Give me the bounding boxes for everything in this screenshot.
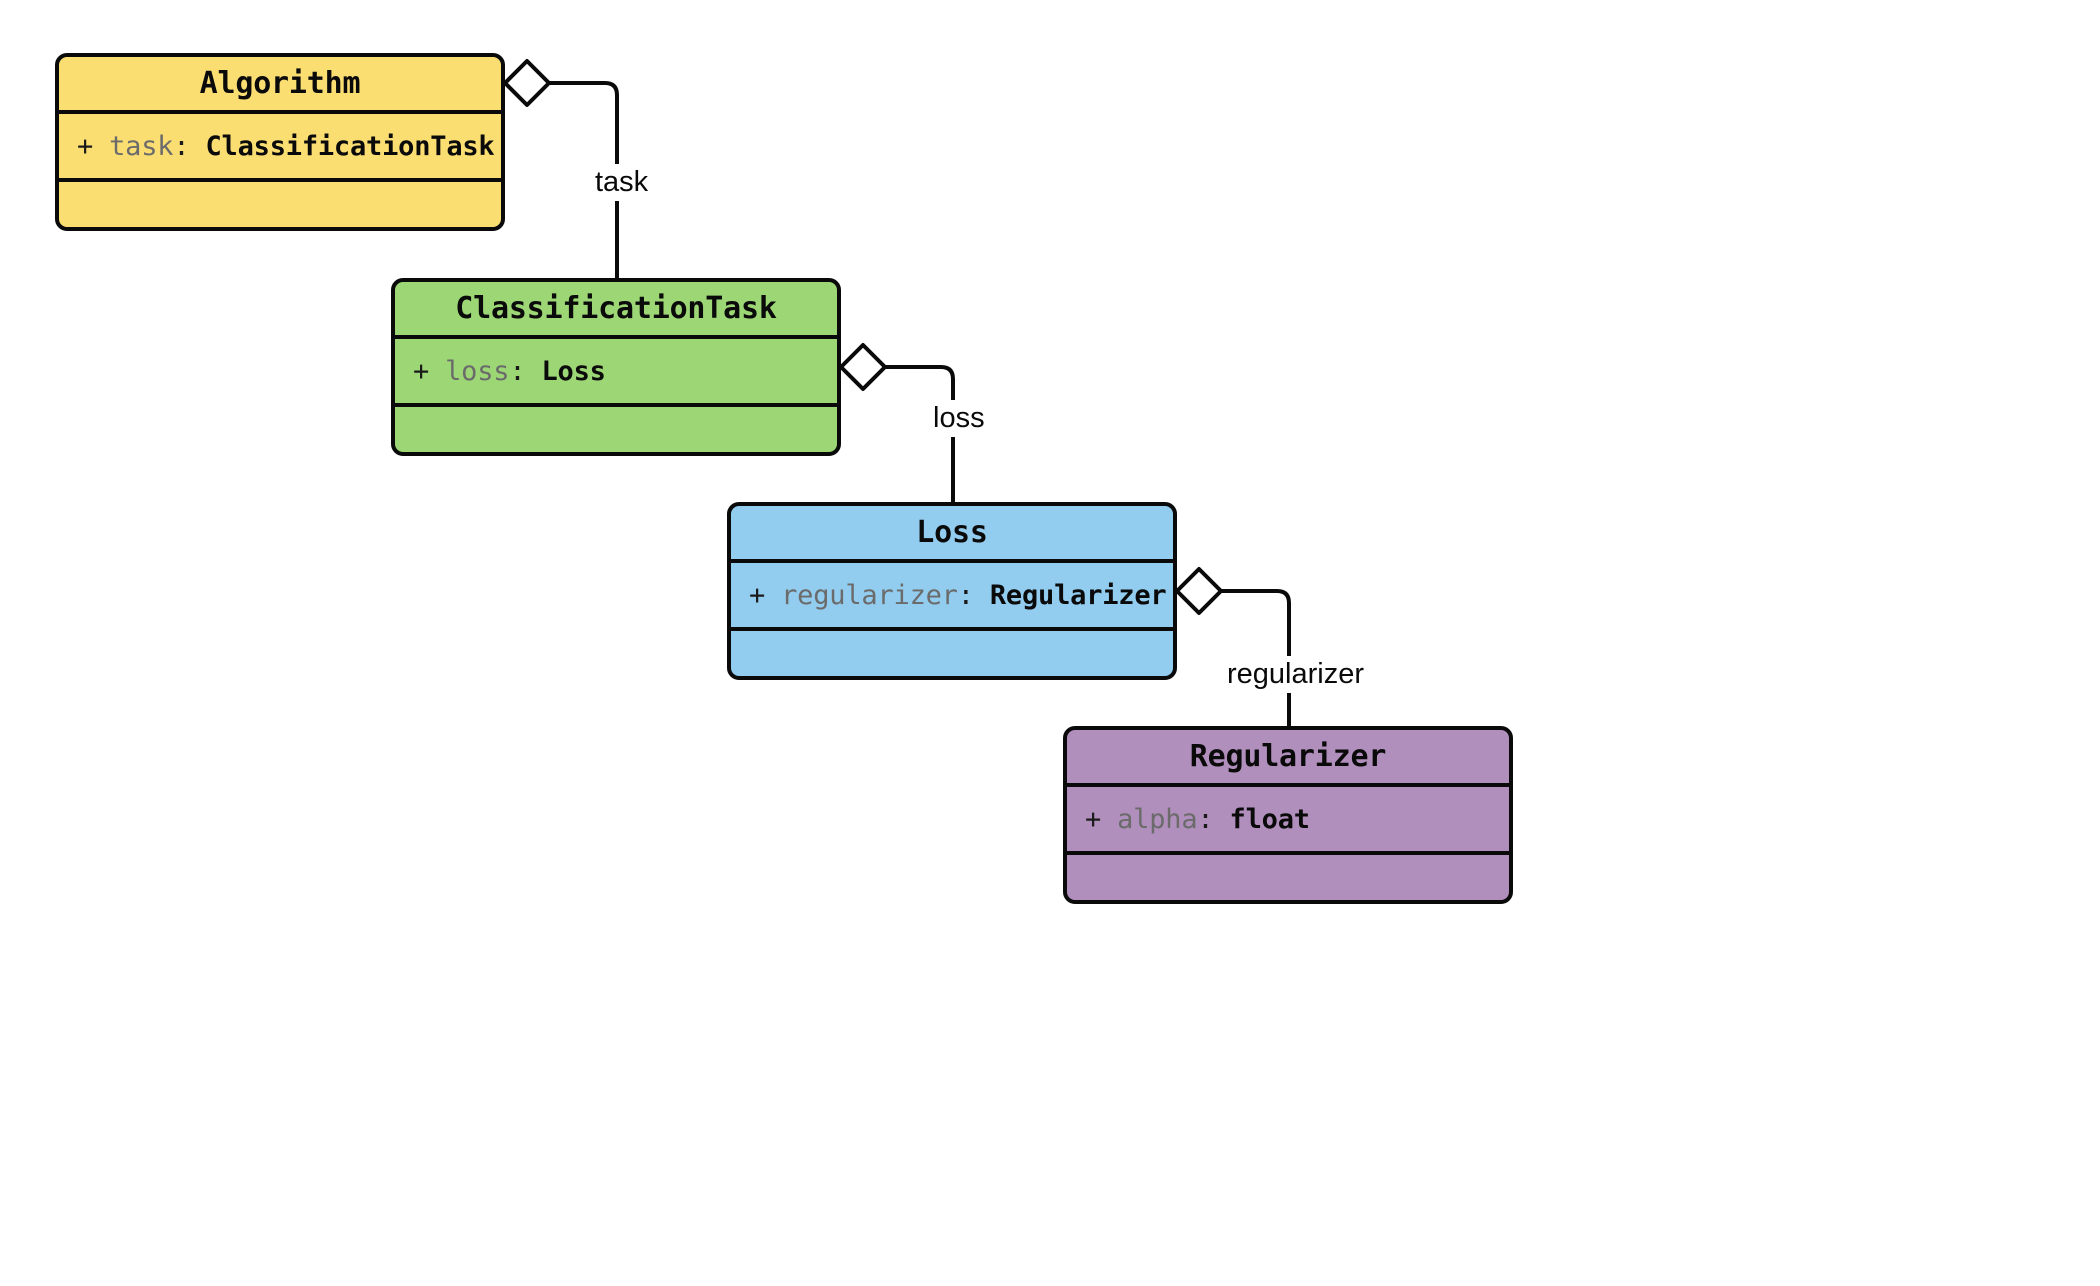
attribute-colon: : [957, 579, 974, 611]
uml-class-title-loss: Loss [916, 515, 988, 550]
attribute-colon: : [509, 355, 526, 387]
attribute-name: task [109, 130, 174, 162]
uml-class-loss[interactable]: Loss + regularizer: Regularizer [727, 502, 1177, 680]
uml-class-regularizer[interactable]: Regularizer + alpha: float [1063, 726, 1513, 904]
attribute-visibility: + [413, 355, 430, 387]
attribute-name: loss [445, 355, 510, 387]
attribute-type: Regularizer [989, 579, 1167, 611]
aggregation-diamond-icon [503, 59, 551, 107]
relation-label-loss: loss [928, 400, 990, 438]
uml-attributes-compartment-regularizer: + alpha: float [1067, 783, 1509, 851]
uml-methods-compartment-classificationtask [395, 403, 837, 452]
uml-attribute-row: + loss: Loss [395, 356, 837, 387]
uml-class-algorithm[interactable]: Algorithm + task: ClassificationTask [55, 53, 505, 231]
uml-class-title-regularizer: Regularizer [1189, 739, 1387, 774]
attribute-type: Loss [541, 355, 606, 387]
attribute-colon: : [173, 130, 190, 162]
uml-attribute-row: + alpha: float [1067, 804, 1509, 835]
aggregation-diamond-icon [839, 343, 887, 391]
uml-methods-compartment-algorithm [59, 178, 501, 227]
uml-methods-compartment-regularizer [1067, 851, 1509, 900]
attribute-name: alpha [1117, 803, 1198, 835]
uml-methods-compartment-loss [731, 627, 1173, 676]
relation-regularizer[interactable] [1175, 567, 1291, 728]
attribute-type: float [1229, 803, 1310, 835]
aggregation-diamond-icon [1175, 567, 1223, 615]
uml-class-title-algorithm: Algorithm [199, 66, 361, 101]
attribute-visibility: + [1085, 803, 1102, 835]
uml-attribute-row: + task: ClassificationTask [59, 131, 501, 162]
uml-class-classificationtask[interactable]: ClassificationTask + loss: Loss [391, 278, 841, 456]
uml-attributes-compartment-algorithm: + task: ClassificationTask [59, 110, 501, 178]
attribute-type: ClassificationTask [205, 130, 495, 162]
attribute-visibility: + [749, 579, 766, 611]
attribute-colon: : [1197, 803, 1214, 835]
relation-label-regularizer: regularizer [1222, 656, 1369, 694]
uml-attributes-compartment-loss: + regularizer: Regularizer [731, 559, 1173, 627]
uml-attribute-row: + regularizer: Regularizer [731, 580, 1173, 611]
attribute-name: regularizer [781, 579, 958, 611]
uml-attributes-compartment-classificationtask: + loss: Loss [395, 335, 837, 403]
attribute-visibility: + [77, 130, 94, 162]
uml-class-title-classificationtask: ClassificationTask [455, 291, 777, 326]
relation-label-task: task [590, 164, 654, 202]
